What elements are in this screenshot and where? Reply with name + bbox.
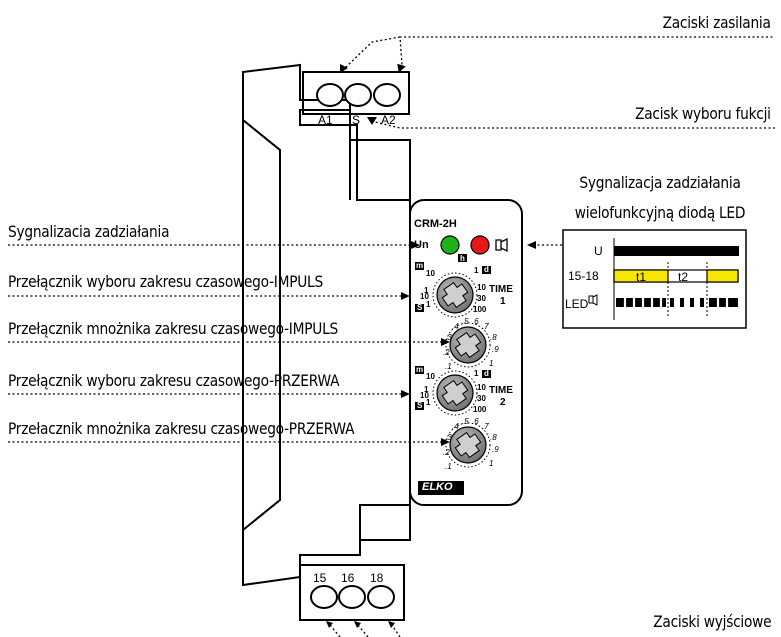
mult2-5: .6 <box>472 417 479 426</box>
range2-r0: 1 <box>474 369 479 378</box>
multiplier-dial-2 <box>445 422 491 468</box>
terminal-a1: A1 <box>318 113 333 127</box>
arrow-head-a2 <box>397 63 406 73</box>
un-label: Un <box>414 239 429 251</box>
label-output-terminals: Zaciski wyjściowe <box>652 612 771 631</box>
label-signal: Sygnalizacia zadziałania <box>8 222 170 241</box>
mult1-5: .6 <box>472 317 479 326</box>
power-arrows <box>344 36 775 69</box>
bottom-terminal-screws <box>310 585 395 609</box>
range2-r2: 30 <box>477 394 486 403</box>
timing-t1: t1 <box>636 270 647 284</box>
label-led-multi-1: Sygnalizacja zadziałania <box>579 173 741 192</box>
mult2-1: .2 <box>443 448 450 457</box>
range1-l1: 1 <box>424 286 429 295</box>
range2-r1: 10 <box>477 383 486 392</box>
top-terminal-screws <box>316 83 401 107</box>
label-function-terminal: Zacisk wyboru fukcji <box>635 104 771 123</box>
range1-l2: 10 <box>420 292 429 301</box>
output-arrow-heads <box>326 621 395 628</box>
mult1-9: 1 <box>489 359 494 368</box>
left-arrows <box>8 244 442 443</box>
led-h-badge <box>458 254 467 262</box>
range2-l0: 10 <box>426 372 435 381</box>
range2-l1: 1 <box>424 385 429 394</box>
led-h-label: h <box>460 254 465 263</box>
terminal-a2: A2 <box>381 113 396 127</box>
led-arrow-head <box>527 241 536 249</box>
mult2-9: 1 <box>489 459 494 468</box>
function-arrow <box>374 121 775 129</box>
range-dial-2 <box>415 366 491 416</box>
timing-row-led: LED <box>565 297 589 311</box>
housing <box>242 63 411 621</box>
range2-l3: 1 <box>426 398 431 407</box>
terminal-18: 18 <box>370 571 384 585</box>
relay-symbol-icon <box>495 237 508 253</box>
mult1-7: .8 <box>490 333 497 342</box>
time1-label: TIME <box>489 284 513 295</box>
mult2-4: .5 <box>462 417 469 426</box>
range1-r2: 30 <box>477 294 486 303</box>
range1-l3: 1 <box>426 300 431 309</box>
multiplier-dial-1 <box>445 322 491 368</box>
timing-t2: t2 <box>678 270 689 284</box>
mult2-6: .7 <box>482 422 489 431</box>
model-label: CRM-2H <box>414 218 457 230</box>
label-range-przerwa: Przełącznik wyboru zakresu czasowego-PRZ… <box>8 371 340 390</box>
time2-label: TIME <box>489 385 513 396</box>
range1-m: m <box>416 261 424 270</box>
mult2-0: .1 <box>445 462 452 471</box>
output-arrows <box>329 624 401 637</box>
mult1-1: .2 <box>443 348 450 357</box>
timing-row-u: U <box>594 244 603 258</box>
led-green <box>440 235 460 255</box>
label-power-terminals: Zaciski zasilania <box>662 13 771 32</box>
mult2-8: .9 <box>492 445 499 454</box>
label-range-impuls: Przełącznik wyboru zakresu czasowego-IMP… <box>8 272 323 291</box>
terminal-15: 15 <box>313 571 327 585</box>
led-red <box>470 235 490 255</box>
left-arrow-heads <box>401 241 450 446</box>
brand-badge <box>418 481 464 495</box>
label-mult-przerwa: Przełacznik mnożnika zakresu czasowego-P… <box>8 419 355 438</box>
range1-s: S <box>417 303 423 312</box>
range1-r0: 1 <box>474 266 479 275</box>
range-dial-1 <box>415 262 491 318</box>
mult2-2: .3 <box>445 433 452 442</box>
range2-d: d <box>484 369 489 378</box>
range2-s: S <box>417 401 423 410</box>
range1-r3: 100 <box>473 305 487 314</box>
arrow-head-a1 <box>340 64 348 73</box>
range2-l2: 10 <box>420 391 429 400</box>
arrow-head-s <box>367 117 377 125</box>
brand-label: ELKO <box>422 481 453 493</box>
mult1-8: .9 <box>492 345 499 354</box>
mult1-0: .1 <box>445 362 452 371</box>
range2-r3: 100 <box>473 405 487 414</box>
terminal-s: S <box>352 113 361 127</box>
mult1-4: .5 <box>462 317 469 326</box>
terminal-16: 16 <box>341 571 355 585</box>
range1-d: d <box>484 265 489 274</box>
label-mult-impuls: Przełącznik mnożnika zakresu czasowego-I… <box>8 319 338 338</box>
mult1-3: .4 <box>452 322 459 331</box>
mult2-7: .8 <box>490 433 497 442</box>
time2-num: 2 <box>500 397 506 408</box>
timing-diagram <box>562 229 747 329</box>
mult1-2: .3 <box>445 333 452 342</box>
label-led-multi-2: wielofunkcyjną diodą LED <box>574 203 746 222</box>
range1-l0: 10 <box>426 269 435 278</box>
time1-num: 1 <box>500 296 506 307</box>
range1-r1: 10 <box>477 283 486 292</box>
mult1-6: .7 <box>482 322 489 331</box>
timing-row-contacts: 15-18 <box>568 269 599 283</box>
range2-m: m <box>416 365 424 374</box>
mult2-3: .4 <box>452 422 459 431</box>
